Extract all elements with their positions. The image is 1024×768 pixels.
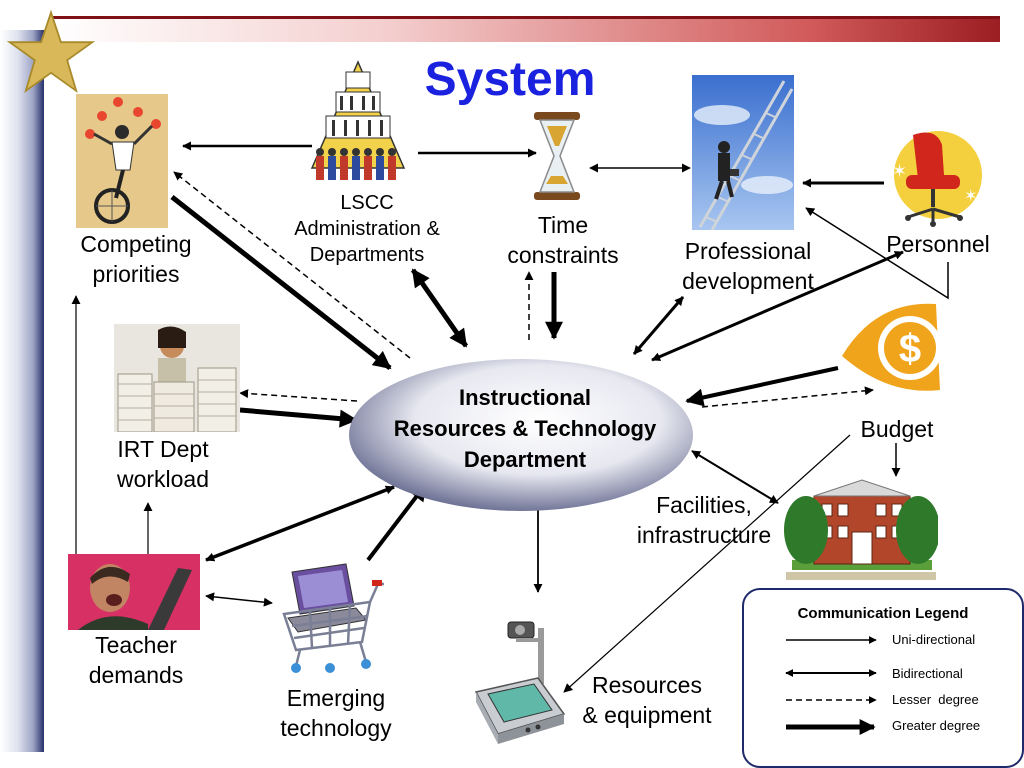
- time-constraints-label: Time constraints: [488, 210, 638, 270]
- facilities-line-1: Facilities,: [656, 492, 752, 518]
- teacher-demands-label: Teacher demands: [70, 630, 202, 690]
- budget-line-1: Budget: [860, 416, 934, 442]
- svg-text:$: $: [899, 327, 921, 371]
- legend-label-thick: Greater degree: [892, 718, 981, 733]
- facilities-line-2: infrastructure: [636, 522, 772, 548]
- teacher-line-2: demands: [88, 662, 184, 688]
- overhead-projector-icon: [474, 621, 566, 744]
- hourglass-icon: [534, 112, 580, 200]
- juggler-unicycle-image: [76, 94, 168, 228]
- legend-line-samples: [785, 636, 877, 735]
- personnel-label: Personnel: [876, 229, 1000, 259]
- center-department-label: Instructional Resources & Technology Dep…: [352, 382, 698, 475]
- resources-line-1: Resources: [592, 672, 702, 698]
- resources-equipment-label: Resources & equipment: [570, 670, 724, 730]
- legend-label-dashed: Lesser degree: [892, 692, 979, 707]
- irt-line-2: workload: [116, 466, 210, 492]
- ladder-climber-image: [692, 75, 794, 230]
- laptop-shopping-cart-icon: [282, 563, 384, 673]
- budget-label: Budget: [842, 414, 952, 444]
- books-stack-photo: [114, 324, 240, 432]
- slide-title: System: [424, 53, 596, 106]
- time-line-1: Time: [537, 212, 589, 238]
- competing-priorities-label: Competing priorities: [66, 229, 206, 289]
- office-chair-icon: ✶✶: [892, 131, 982, 227]
- center-line-1: Instructional: [458, 385, 591, 410]
- lscc-line-1: LSCC: [340, 192, 394, 214]
- personnel-line-1: Personnel: [886, 231, 990, 257]
- dollar-coin-icon: $: [842, 303, 942, 391]
- profdev-line-1: Professional: [684, 238, 812, 264]
- frustrated-teacher-photo: [68, 554, 200, 630]
- legend-label-uni: Uni-directional: [892, 632, 976, 647]
- center-line-3: Department: [463, 447, 587, 472]
- time-line-2: constraints: [507, 242, 619, 268]
- communication-legend: Communication Legend Uni-directional Bid…: [742, 588, 1024, 768]
- lscc-label: LSCC Administration & Departments: [262, 190, 472, 268]
- legend-title: Communication Legend: [797, 605, 969, 622]
- lscc-line-2: Administration &: [294, 218, 440, 240]
- resources-line-2: & equipment: [582, 702, 712, 728]
- center-department-ellipse: [349, 359, 693, 511]
- svg-text:✶: ✶: [964, 188, 977, 205]
- irt-workload-label: IRT Dept workload: [92, 434, 234, 494]
- center-line-2: Resources & Technology: [393, 416, 657, 441]
- profdev-line-2: development: [682, 268, 814, 294]
- competing-line-1: Competing: [80, 231, 192, 257]
- competing-line-2: priorities: [92, 261, 180, 287]
- facilities-label: Facilities, infrastructure: [624, 490, 784, 550]
- emerging-line-1: Emerging: [286, 685, 386, 711]
- legend-label-bi: Bidirectional: [892, 666, 963, 681]
- svg-text:✶: ✶: [892, 161, 907, 181]
- irt-line-1: IRT Dept: [117, 436, 209, 462]
- lscc-line-3: Departments: [309, 244, 425, 266]
- capitol-building-icon: [310, 60, 406, 180]
- professional-development-label: Professional development: [666, 236, 830, 296]
- emerging-line-2: technology: [280, 715, 392, 741]
- top-decorative-bar: [52, 16, 1000, 42]
- star-icon: [6, 9, 96, 94]
- teacher-line-1: Teacher: [95, 632, 177, 658]
- emerging-technology-label: Emerging technology: [266, 683, 406, 743]
- school-building-icon: [784, 479, 938, 580]
- left-decorative-bar: [0, 30, 44, 752]
